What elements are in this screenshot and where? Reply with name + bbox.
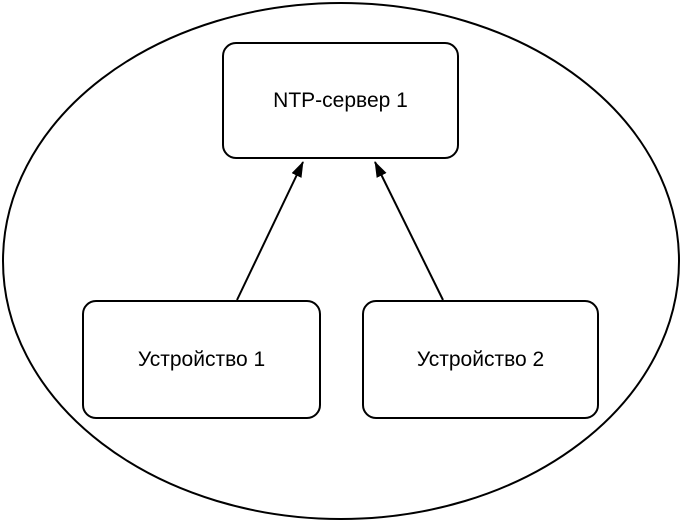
node-device-2: Устройство 2 [362,300,599,419]
arrow-device2-to-ntp [374,161,444,301]
node-device-1-label: Устройство 1 [137,347,266,371]
arrow-device1-to-ntp [236,161,304,301]
node-ntp-server-1: NTP-сервер 1 [222,42,459,159]
node-device-1: Устройство 1 [82,300,321,419]
node-ntp-server-1-label: NTP-сервер 1 [273,88,408,112]
node-device-2-label: Устройство 2 [416,347,545,371]
